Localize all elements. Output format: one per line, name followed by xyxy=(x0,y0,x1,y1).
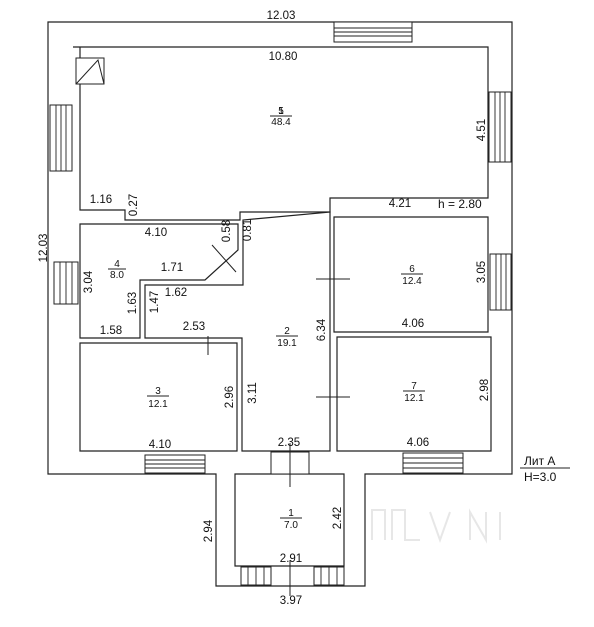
vent-triangle-icon xyxy=(75,57,105,85)
room-2-outline xyxy=(144,211,331,452)
dim-r4-diag-a: 0.58 xyxy=(221,220,233,242)
dim-r1-right: 2.42 xyxy=(332,507,344,529)
window-right-top xyxy=(488,91,512,163)
dim-r5-right: 4.51 xyxy=(476,119,488,141)
dim-r2-left: 3.11 xyxy=(247,382,259,404)
room-3-number: 3 xyxy=(155,386,161,397)
room-6-area: 12.4 xyxy=(402,276,422,287)
dim-r4-top: 4.10 xyxy=(145,227,167,239)
dim-r1-bottom: 2.91 xyxy=(280,553,302,565)
room-2-area: 19.1 xyxy=(277,338,297,349)
room-2-number: 2 xyxy=(284,326,290,337)
dim-r6-right: 3.05 xyxy=(476,261,488,283)
wall-marker-diagonal xyxy=(211,244,237,273)
dim-r4-left: 3.04 xyxy=(83,270,95,293)
watermark xyxy=(371,508,501,544)
room-5-number: 5 xyxy=(278,106,284,117)
dim-r3-bottom: 4.10 xyxy=(149,439,171,451)
dim-r4-bottom: 1.58 xyxy=(100,325,122,337)
dim-r5-step-depth: 0.27 xyxy=(128,194,140,216)
room-7-outline xyxy=(336,336,492,452)
room-7-number: 7 xyxy=(411,381,417,392)
building-label: Лит А xyxy=(524,454,555,468)
dim-r4-inner-bottom: 1.62 xyxy=(165,287,187,299)
window-right-mid xyxy=(489,253,512,311)
dim-r2-right: 6.34 xyxy=(316,318,328,341)
room-4-number: 4 xyxy=(114,259,120,270)
dim-r6-bottom: 4.06 xyxy=(402,318,424,330)
window-r1-bottom-left xyxy=(240,566,272,586)
dim-r5-step-width: 1.16 xyxy=(90,194,112,206)
dim-r6-top: 4.21 xyxy=(389,198,411,210)
dim-r4-vert-a: 1.63 xyxy=(127,292,139,314)
dim-r5-top: 10.80 xyxy=(269,51,298,63)
window-left-top xyxy=(49,104,73,172)
dim-r4-diag-b: 0.81 xyxy=(242,219,254,241)
room-4-outline xyxy=(79,223,239,339)
room-6-number: 6 xyxy=(409,264,415,275)
room-5-outline xyxy=(73,46,489,221)
room-5-area: 48.4 xyxy=(271,117,291,128)
room-5-label: 1 xyxy=(278,106,284,117)
room-7-area: 12.1 xyxy=(404,393,424,404)
room-1-number: 1 xyxy=(288,508,294,519)
room-3-area: 12.1 xyxy=(148,399,168,410)
window-top xyxy=(333,21,413,43)
room-3-outline xyxy=(79,342,238,452)
dim-outer-top: 12.03 xyxy=(267,10,296,22)
dim-r4-vert-b: 1.47 xyxy=(149,291,161,313)
svg-text:1: 1 xyxy=(278,106,284,117)
dim-r1-outer-bottom: 3.97 xyxy=(280,595,302,607)
window-left-mid xyxy=(53,261,79,305)
window-bottom-left xyxy=(144,454,206,474)
ceiling-height: h = 2.80 xyxy=(438,197,482,211)
room-1-area: 7.0 xyxy=(284,520,298,531)
dim-r1-left-outer: 2.94 xyxy=(203,519,215,542)
dim-r2-bottom: 2.35 xyxy=(278,437,300,449)
dim-r3-right: 2.96 xyxy=(224,386,236,408)
dim-r4-mid: 1.71 xyxy=(161,262,183,274)
building-height: H=3.0 xyxy=(524,470,557,484)
window-r1-bottom-right xyxy=(313,566,345,586)
dim-outer-left: 12.03 xyxy=(38,234,50,263)
dim-r7-right: 2.98 xyxy=(479,379,491,401)
room-4-area: 8.0 xyxy=(110,270,124,281)
window-bottom-right xyxy=(402,452,464,474)
dim-r3-top: 2.53 xyxy=(183,321,205,333)
dim-r7-bottom: 4.06 xyxy=(407,437,429,449)
